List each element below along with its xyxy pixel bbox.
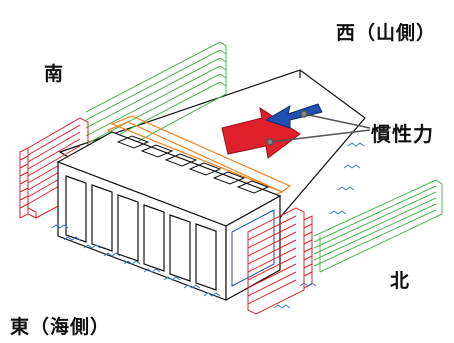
inertia-leader-lines	[266, 110, 371, 146]
ground-springs	[51, 142, 365, 309]
blue-arrow-icon	[264, 103, 323, 129]
direction-label-south: 南	[44, 63, 65, 85]
culvert-cells-top	[116, 135, 270, 194]
culvert-side-outline	[231, 209, 275, 287]
red-arrow-icon	[221, 106, 301, 159]
direction-label-north: 北	[390, 270, 411, 292]
culvert-cells-front	[65, 175, 217, 291]
direction-label-west: 西（山側）	[336, 22, 437, 44]
north-red-load	[247, 207, 313, 315]
box-culvert	[56, 131, 282, 302]
south-green-load	[85, 41, 227, 167]
north-green-load	[313, 179, 443, 273]
inertia-force-label: 慣性力	[371, 122, 434, 146]
direction-label-east: 東（海側）	[10, 316, 111, 338]
